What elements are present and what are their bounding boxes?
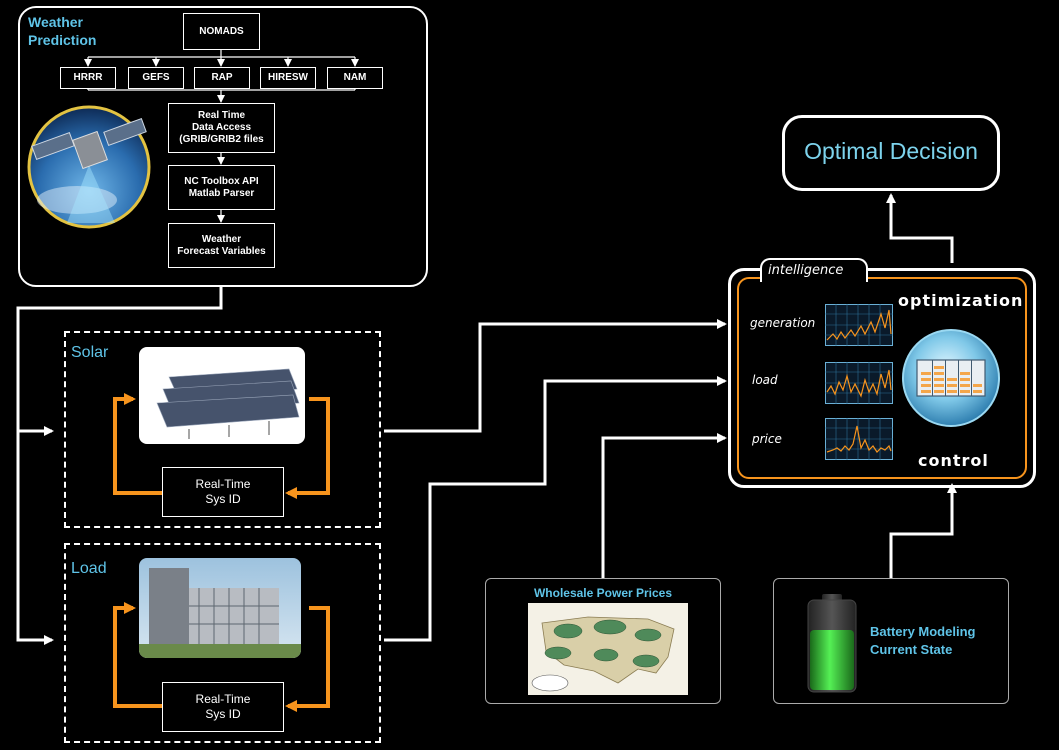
solar-to-generation-line — [384, 319, 727, 433]
weather-to-solar-load-line — [16, 287, 223, 645]
solar-loop-left — [113, 393, 162, 495]
satellite-image — [27, 105, 151, 229]
optimization-dial-icon — [902, 329, 1000, 427]
price-minichart — [825, 418, 893, 460]
nc-toolbox-box: NC Toolbox API Matlab Parser — [168, 165, 275, 210]
intelligence-tab — [760, 258, 868, 282]
load-sysid-line1: Real-Time — [195, 692, 251, 706]
model-hiresw-box: HIRESW — [260, 67, 316, 89]
forecast-variables-box: Weather Forecast Variables — [168, 223, 275, 268]
prices-to-price-line — [601, 433, 727, 578]
step1-line1: Real Time — [197, 110, 246, 121]
solar-panels-image — [139, 347, 305, 444]
control-label: control — [918, 451, 989, 470]
optimal-decision-label: Optimal Decision — [804, 138, 978, 164]
battery-icon — [807, 594, 857, 693]
wholesale-prices-panel — [485, 578, 721, 704]
nomads-box: NOMADS — [183, 13, 260, 50]
model-gefs-box: GEFS — [128, 67, 184, 89]
load-to-load-line — [384, 376, 727, 642]
battery-panel — [773, 578, 1009, 704]
weather-title-line1: Weather — [28, 14, 83, 30]
step1-line3: (GRIB/GRIB2 files — [179, 134, 264, 145]
step3-line2: Forecast Variables — [177, 245, 266, 257]
intelligence-tab-label: intelligence — [768, 263, 844, 278]
solar-sysid-line1: Real-Time — [195, 477, 251, 491]
solar-loop-right — [285, 397, 330, 499]
weather-prediction-panel — [18, 6, 428, 287]
solar-sysid-line2: Sys ID — [205, 492, 241, 506]
wholesale-prices-title: Wholesale Power Prices — [533, 586, 673, 600]
load-loop-left — [113, 602, 162, 708]
intelligence-to-decision-line — [886, 193, 954, 263]
solar-sysid-box: Real-Time Sys ID — [162, 467, 284, 517]
step3-line1: Weather — [201, 233, 242, 245]
step2-line2: Matlab Parser — [188, 187, 255, 199]
load-loop-right — [285, 606, 330, 712]
battery-label: Battery Modeling Current State — [870, 623, 975, 659]
generation-label: generation — [750, 316, 816, 330]
battery-to-control-line — [889, 483, 957, 578]
load-sysid-line2: Sys ID — [205, 707, 241, 721]
optimization-label: optimization — [898, 291, 1024, 310]
model-rap-box: RAP — [194, 67, 250, 89]
load-sysid-box: Real-Time Sys ID — [162, 682, 284, 732]
solar-title: Solar — [71, 344, 109, 361]
battery-line2: Current State — [870, 642, 953, 657]
step1-line2: Data Access — [191, 122, 252, 133]
weather-title-line2: Prediction — [28, 32, 97, 48]
load-minichart — [825, 362, 893, 404]
generation-minichart — [825, 304, 893, 346]
battery-line1: Battery Modeling — [870, 624, 976, 639]
weather-prediction-title: Weather Prediction — [28, 13, 96, 49]
price-label: price — [752, 432, 782, 446]
us-price-map-image — [528, 603, 688, 695]
model-hrrr-box: HRRR — [60, 67, 116, 89]
realtime-data-access-box: Real Time Data Access (GRIB/GRIB2 files — [168, 103, 275, 153]
load-title: Load — [71, 560, 107, 577]
step2-line1: NC Toolbox API — [184, 175, 259, 187]
load-label: load — [752, 373, 778, 387]
optimal-decision-box — [782, 115, 1000, 191]
solar-section — [64, 331, 381, 528]
intelligence-panel-outer — [728, 268, 1036, 488]
building-image — [139, 558, 301, 658]
load-section — [64, 543, 381, 743]
model-nam-box: NAM — [327, 67, 383, 89]
